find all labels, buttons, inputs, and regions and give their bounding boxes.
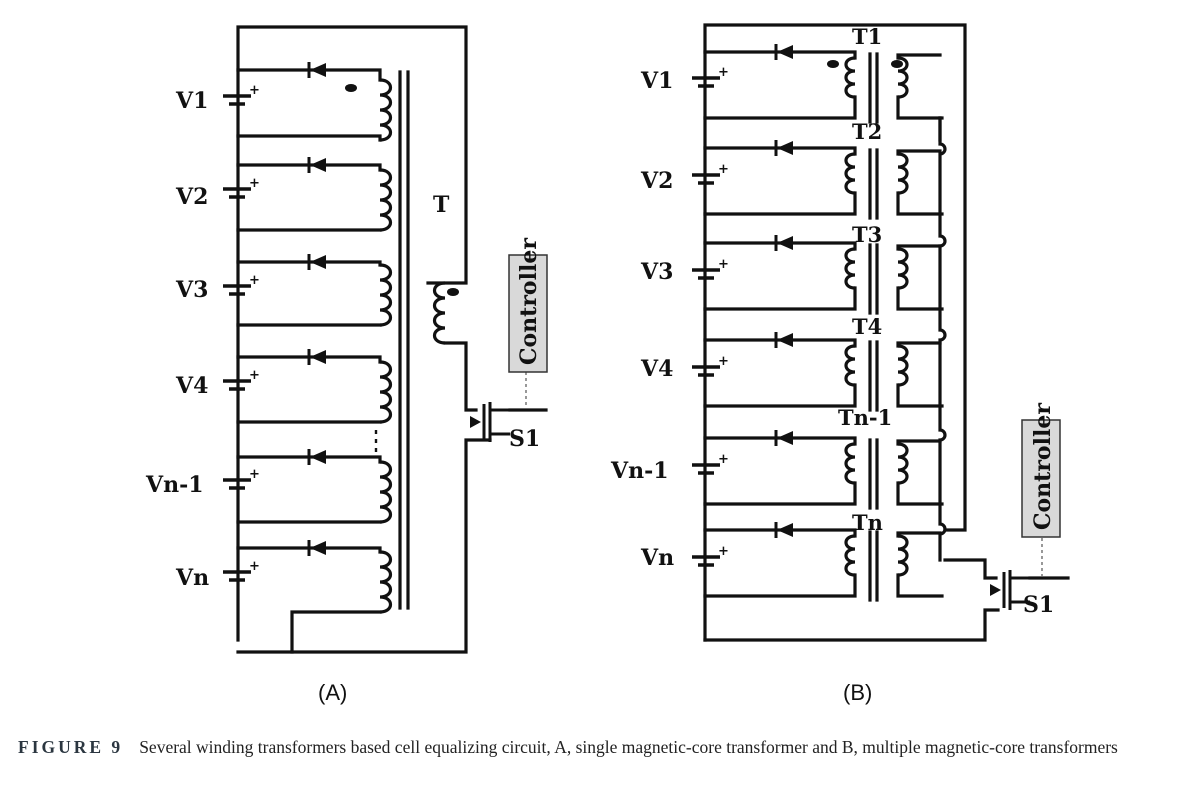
polarity-dot: [891, 60, 903, 68]
switch-s1-a: [468, 372, 548, 444]
winding-3: [236, 252, 393, 327]
cell-label: V3: [175, 277, 208, 303]
cells-a: [221, 81, 262, 582]
switch-s1-b: [943, 538, 1070, 612]
caption-text: Several winding transformers based cell …: [139, 737, 1118, 757]
primary-winding: [432, 281, 478, 412]
transformer-cell-6: [690, 520, 944, 602]
transformer-label: T: [433, 192, 450, 218]
transformer-cell-5: [690, 428, 944, 510]
figure-number: FIGURE 9: [18, 737, 124, 757]
transformer-cell-3: [690, 233, 944, 315]
transformer-cell-4: [690, 330, 944, 412]
controller-box-b: Controller: [1021, 403, 1061, 538]
transformer-label: T2: [852, 119, 882, 144]
cell-label: V2: [175, 184, 208, 210]
cell-label: V2: [640, 168, 673, 194]
winding-1: [236, 60, 393, 142]
cell-label: V4: [640, 356, 673, 382]
cell-label: Vn-1: [145, 472, 204, 498]
cell-label: V1: [175, 88, 208, 114]
controller-label: Controller: [1030, 403, 1056, 530]
circuit-figure: +: [145, 23, 1070, 705]
subfigure-label-a: (A): [318, 680, 347, 705]
winding-n-1: [236, 447, 393, 524]
controller-label: Controller: [516, 238, 542, 365]
cell-label: Vn-1: [610, 458, 669, 484]
winding-2: [236, 155, 393, 232]
transformer-label: T4: [852, 314, 882, 339]
transformer-label: T3: [852, 222, 882, 247]
panel-b: Controller S1 V1 V2 V3 V4 Vn-1 Vn T1 T2 …: [610, 23, 1070, 705]
transformer-label: Tn: [852, 510, 883, 535]
switch-label: S1: [1023, 592, 1054, 618]
cell-label: Vn: [640, 545, 674, 571]
transformer-cell-2: [690, 138, 944, 220]
switch-label: S1: [509, 426, 540, 452]
polarity-dot: [827, 60, 839, 68]
figure-caption: FIGURE 9 Several winding transformers bas…: [18, 733, 1178, 761]
winding-n: [236, 538, 393, 614]
cell-label: V3: [640, 259, 673, 285]
panel-a: Controller V1 V2 V3 V4 Vn-1 Vn T S1 (A): [145, 25, 548, 705]
transformer-label: Tn-1: [838, 405, 892, 430]
controller-box-a: Controller: [508, 238, 548, 373]
winding-4: [236, 347, 393, 424]
cell-label: V4: [175, 373, 208, 399]
subfigure-label-b: (B): [843, 680, 872, 705]
transformer-label: T1: [852, 24, 882, 49]
cell-label: V1: [640, 68, 673, 94]
cell-label: Vn: [175, 565, 209, 591]
transformer-cell-1: [690, 42, 944, 124]
